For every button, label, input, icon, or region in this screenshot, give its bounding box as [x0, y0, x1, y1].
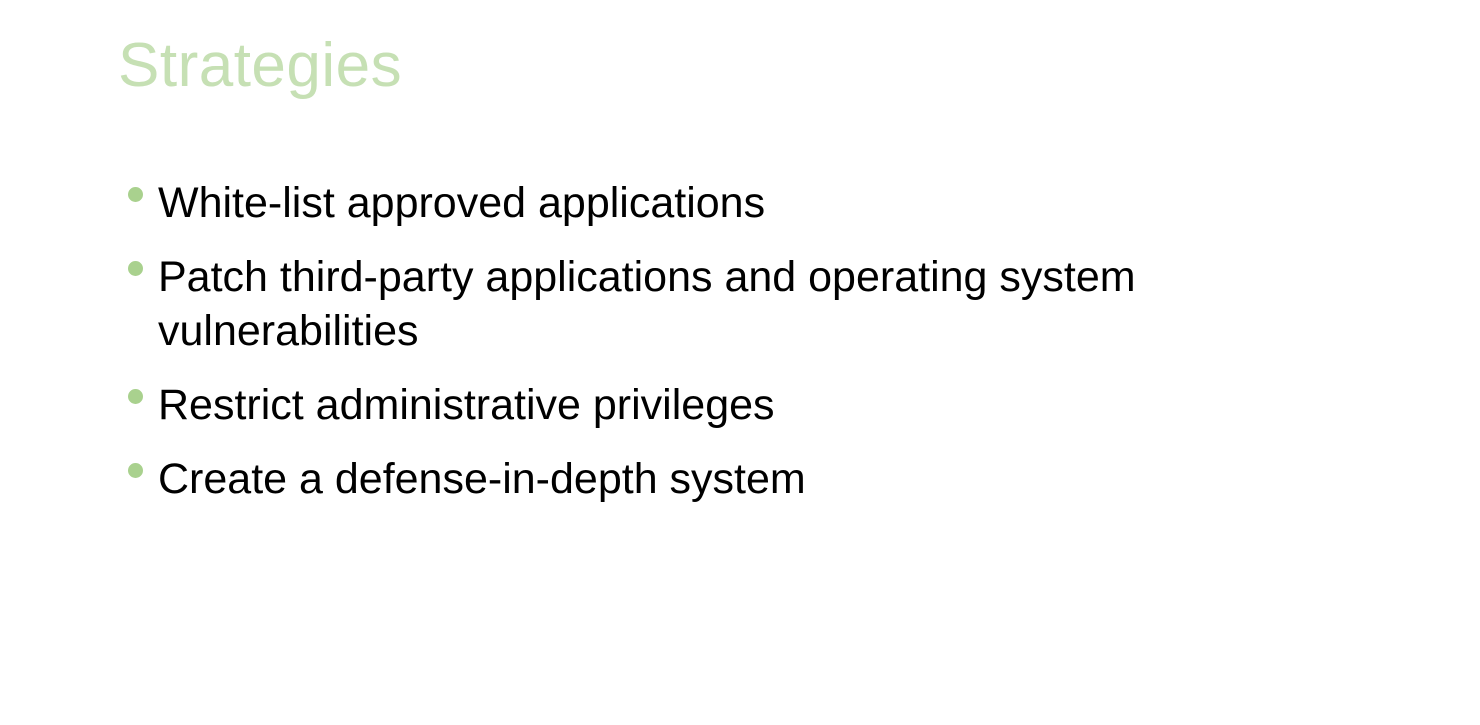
- bullet-list: White-list approved applications Patch t…: [128, 176, 1308, 526]
- bullet-text: White-list approved applications: [158, 179, 766, 227]
- bullet-item: Patch third-party applications and opera…: [128, 250, 1308, 358]
- bullet-dot-icon: [128, 463, 143, 478]
- bullet-dot-icon: [128, 261, 143, 276]
- bullet-dot-icon: [128, 187, 143, 202]
- bullet-item: Create a defense-in-depth system: [128, 452, 1308, 506]
- bullet-item: Restrict administrative privileges: [128, 378, 1308, 432]
- bullet-dot-icon: [128, 389, 143, 404]
- bullet-text: Restrict administrative privileges: [158, 381, 775, 429]
- bullet-item: White-list approved applications: [128, 176, 1308, 230]
- slide-title: Strategies: [118, 31, 403, 100]
- bullet-text: Create a defense-in-depth system: [158, 455, 806, 503]
- bullet-text: Patch third-party applications and opera…: [158, 253, 1136, 355]
